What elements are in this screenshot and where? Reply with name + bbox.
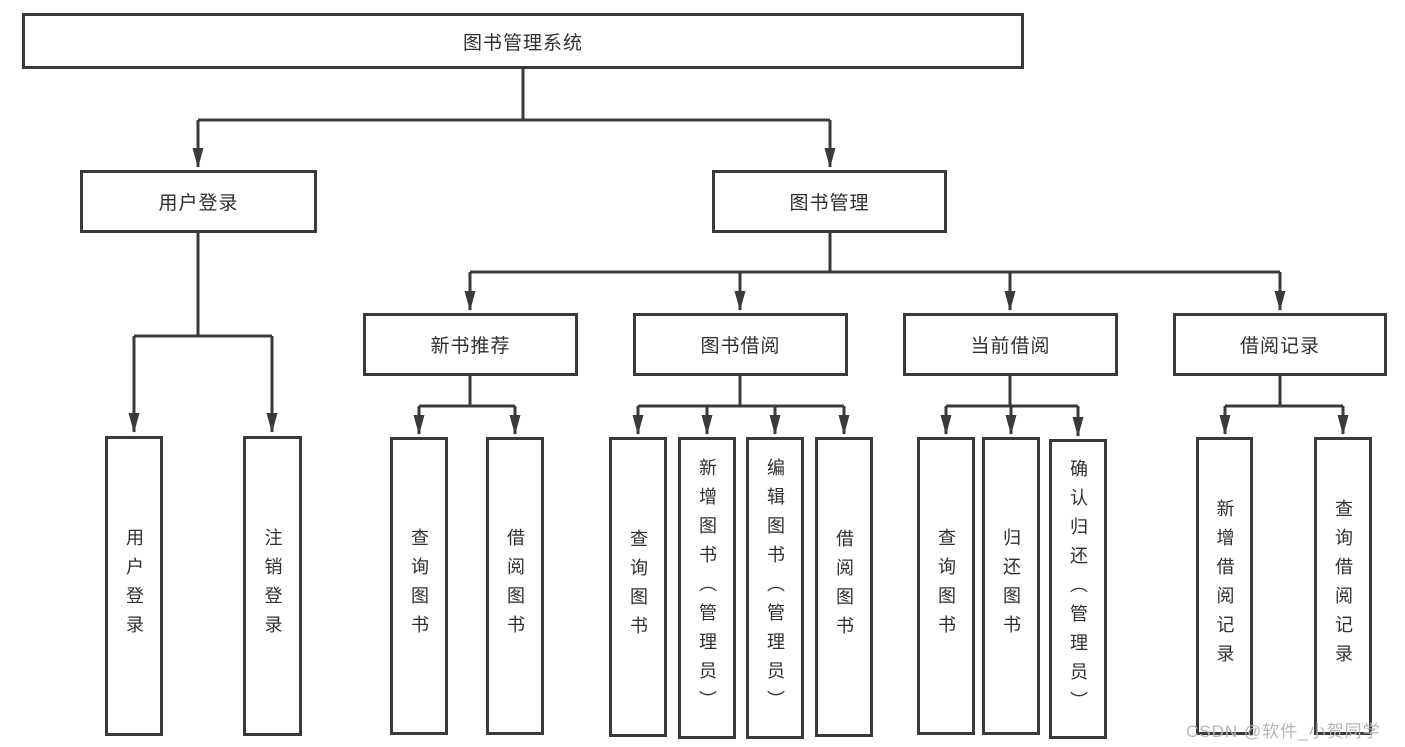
leaf-bb-add-books-admin: 新增图书（管理员） [678,437,736,739]
leaf-bb-query-books: 查询图书 [609,437,667,737]
node-label: 新书推荐 [430,336,511,357]
node-user-login: 用户登录 [80,170,317,233]
node-label: 注销登录 [262,528,283,644]
connector-skeleton [134,68,1343,408]
node-new-book-recommendation: 新书推荐 [363,313,578,376]
leaf-br-query-record: 查询借阅记录 [1314,437,1372,735]
leaf-cb-confirm-return-admin: 确认归还（管理员） [1049,439,1107,739]
leaf-bb-edit-books-admin: 编辑图书（管理员） [746,437,804,739]
node-borrow-records: 借阅记录 [1173,313,1387,376]
leaf-nb-query-books: 查询图书 [390,437,448,735]
node-label: 图书管理 [789,193,870,214]
node-label: 编辑图书（管理员） [765,457,785,719]
leaf-cb-return-books: 归还图书 [982,437,1040,735]
node-label: 用户登录 [158,193,239,214]
node-label: 图书管理系统 [462,32,583,54]
leaf-logout: 注销登录 [243,436,302,736]
node-label: 当前借阅 [970,336,1051,357]
leaf-user-login: 用户登录 [105,436,163,736]
node-label: 用户登录 [124,528,144,644]
node-book-borrowing: 图书借阅 [633,313,848,376]
node-label: 图书借阅 [700,336,781,357]
node-label: 新增图书（管理员） [697,457,717,719]
csdn-watermark: CSDN @软件_小贺同学 [1186,722,1381,741]
node-label: 新增借阅记录 [1214,499,1235,673]
node-library-management-system: 图书管理系统 [22,13,1024,69]
node-label: 查询图书 [936,528,956,644]
leaf-nb-borrow-books: 借阅图书 [486,437,544,735]
leaf-cb-query-books: 查询图书 [917,437,975,735]
node-label: 查询图书 [628,529,648,645]
node-book-management: 图书管理 [712,170,947,233]
node-label: 查询借阅记录 [1333,499,1353,673]
node-label: 查询图书 [409,528,429,644]
node-label: 借阅记录 [1239,336,1320,357]
leaf-br-add-record: 新增借阅记录 [1196,437,1253,735]
leaf-bb-borrow-books: 借阅图书 [815,437,873,737]
node-label: 借阅图书 [834,529,854,645]
node-label: 归还图书 [1001,528,1021,644]
node-label: 借阅图书 [505,528,525,644]
node-label: 确认归还（管理员） [1068,458,1088,720]
node-current-borrowing: 当前借阅 [903,313,1118,376]
